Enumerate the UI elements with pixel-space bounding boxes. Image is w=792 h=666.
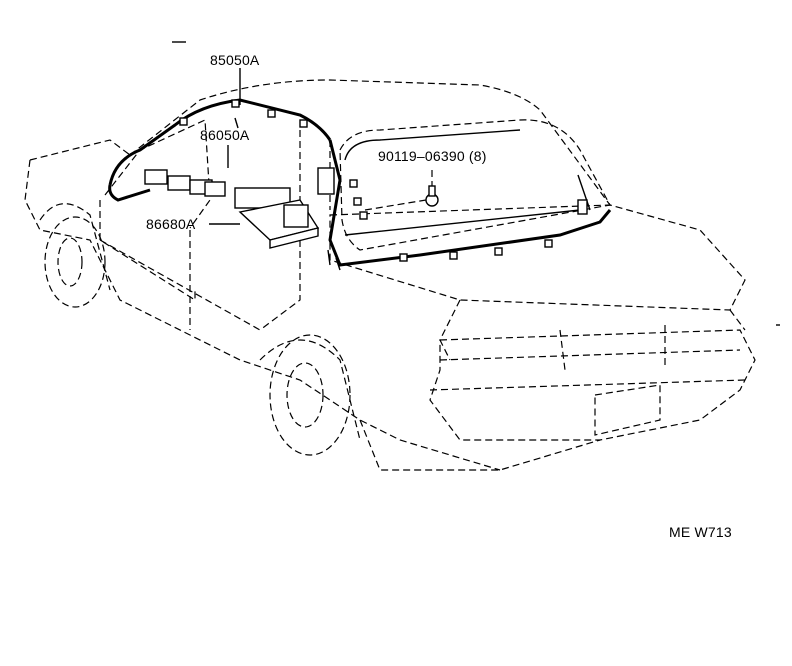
harness-clips xyxy=(179,99,588,262)
front-wheel xyxy=(44,216,106,308)
side-harness xyxy=(108,184,151,202)
rear-wheel xyxy=(269,334,351,456)
tail-panel xyxy=(429,325,746,391)
label-86050a: 86050A xyxy=(200,127,250,143)
leader-90119 xyxy=(364,170,433,211)
label-90119-06390: 90119–06390 (8) xyxy=(378,148,487,164)
rear-window-harness xyxy=(328,139,612,267)
lower-body xyxy=(359,419,601,471)
front-wheel-arch xyxy=(39,203,111,291)
label-85050a: 85050A xyxy=(210,52,260,68)
diagram-code: ME W713 xyxy=(669,524,732,540)
license-plate xyxy=(594,384,661,436)
bolt-90119 xyxy=(425,185,439,207)
window-antenna-wire xyxy=(344,129,591,236)
rear-wheel-arch xyxy=(259,339,361,441)
body-side-outline xyxy=(24,139,501,471)
roof-harness xyxy=(108,98,332,186)
leader-86050a-hook xyxy=(234,117,239,129)
door-line xyxy=(99,200,261,331)
module-86680a xyxy=(238,199,320,249)
label-86680a: 86680A xyxy=(146,216,196,232)
connector-block-86050a xyxy=(144,169,291,209)
rear-window-frame xyxy=(339,119,611,251)
roof-outline xyxy=(129,79,611,206)
front-wheel-hub xyxy=(57,237,83,287)
pillar-bracket xyxy=(317,167,341,271)
rear-wheel-hub xyxy=(286,362,324,428)
door-window xyxy=(104,119,211,229)
rear-bumper xyxy=(429,329,756,441)
trunk-outline xyxy=(329,204,746,311)
